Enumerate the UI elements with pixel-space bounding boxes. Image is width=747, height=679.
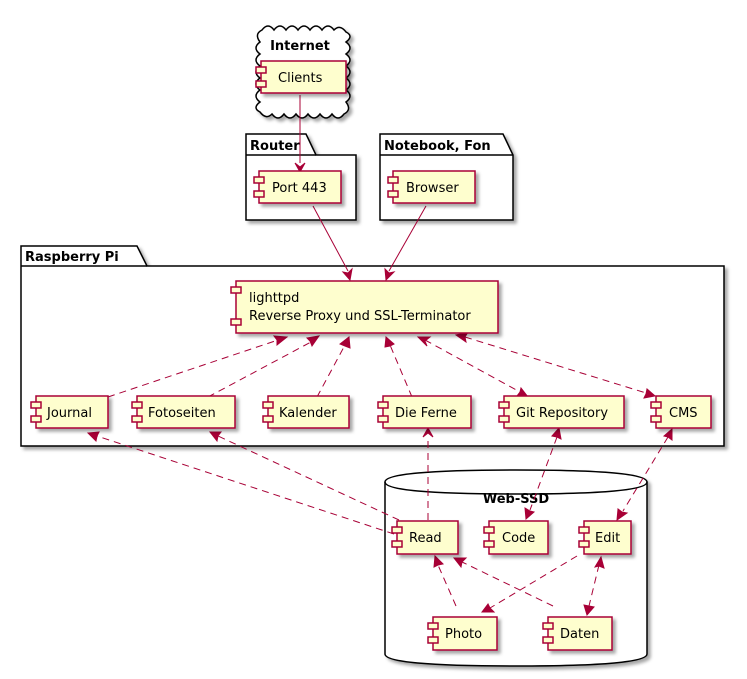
router-label: Router xyxy=(250,139,300,154)
journal-label: Journal xyxy=(46,406,92,421)
component-journal: Journal xyxy=(30,395,109,429)
webssd-label: Web-SSD xyxy=(483,492,550,507)
browser-label: Browser xyxy=(406,181,459,196)
component-edit: Edit xyxy=(578,520,632,555)
component-kalender: Kalender xyxy=(262,395,350,429)
raspberry-label: Raspberry Pi xyxy=(25,250,119,265)
component-read: Read xyxy=(391,520,459,555)
solid-edges xyxy=(294,95,427,282)
code-label: Code xyxy=(502,531,535,546)
component-lighttpd: lighttpd Reverse Proxy und SSL-Terminato… xyxy=(230,280,499,334)
component-code: Code xyxy=(483,520,549,555)
component-photo: Photo xyxy=(427,616,498,651)
port443-label: Port 443 xyxy=(272,181,327,196)
component-clients: Clients xyxy=(255,60,347,94)
lighttpd-label-line2: Reverse Proxy und SSL-Terminator xyxy=(249,309,471,324)
daten-label: Daten xyxy=(560,627,599,642)
component-cms: CMS xyxy=(650,395,712,429)
dashed-edges-top xyxy=(107,331,657,399)
component-fotoseiten: Fotoseiten xyxy=(131,395,236,429)
edit-label: Edit xyxy=(595,531,620,546)
notebook-label: Notebook, Fon xyxy=(384,139,491,154)
cms-label: CMS xyxy=(669,406,698,421)
internet-label: Internet xyxy=(270,39,330,54)
component-die-ferne: Die Ferne xyxy=(377,395,472,429)
kalender-label: Kalender xyxy=(279,406,337,421)
component-daten: Daten xyxy=(542,616,613,651)
lighttpd-label-line1: lighttpd xyxy=(249,291,299,306)
component-browser: Browser xyxy=(387,170,476,204)
component-git-repository: Git Repository xyxy=(498,395,625,429)
fotoseiten-label: Fotoseiten xyxy=(148,406,216,421)
dashed-edges-bottom xyxy=(86,426,673,617)
photo-label: Photo xyxy=(445,627,482,642)
read-label: Read xyxy=(409,531,442,546)
git-label: Git Repository xyxy=(516,406,608,421)
clients-label: Clients xyxy=(278,71,323,86)
dieferne-label: Die Ferne xyxy=(395,406,457,421)
component-port-443: Port 443 xyxy=(253,170,342,204)
